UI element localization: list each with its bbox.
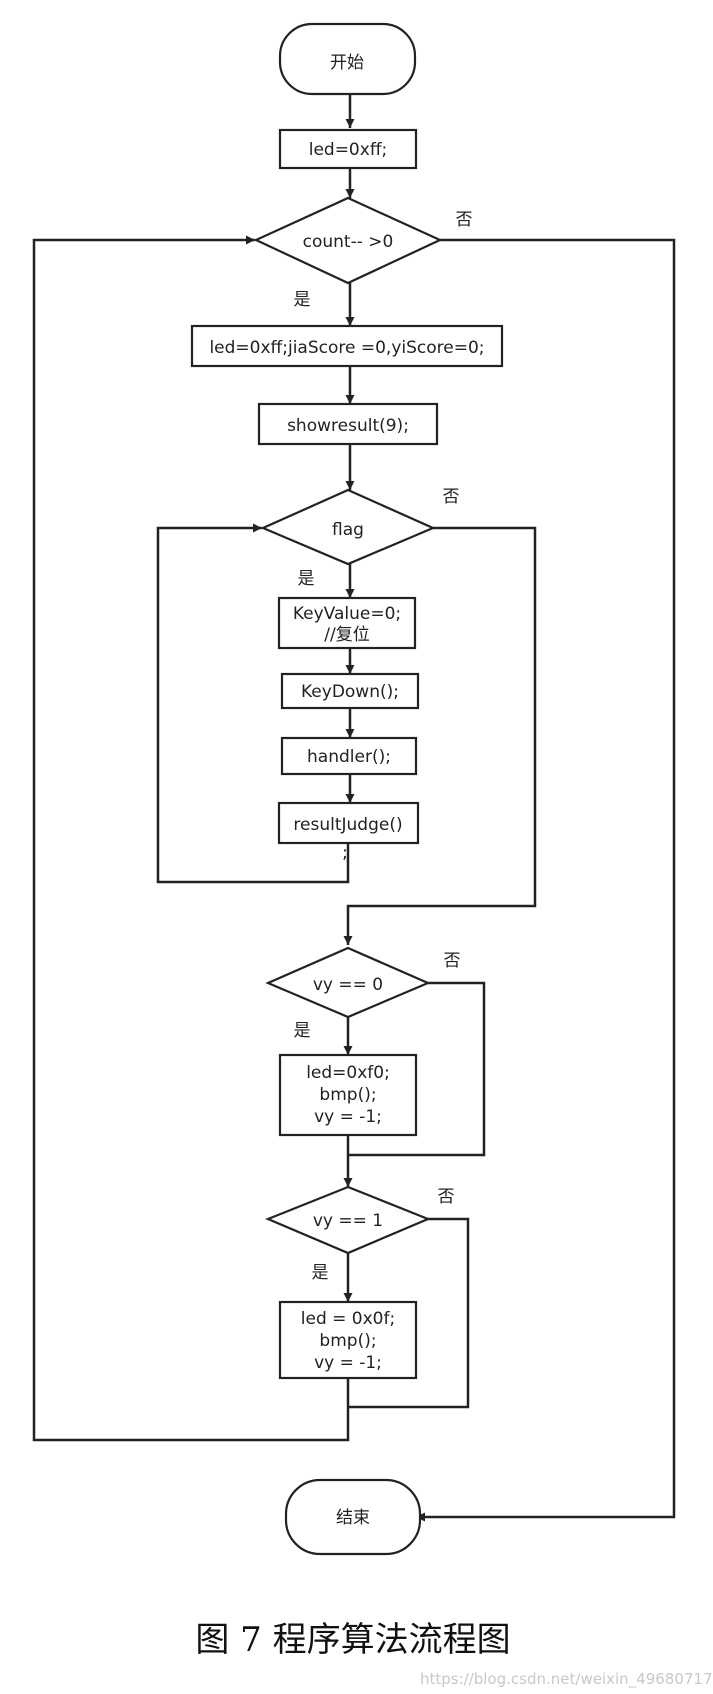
reset-scores-box bbox=[190, 324, 504, 368]
vy-one-action-line-3: vy = -1; bbox=[314, 1353, 382, 1373]
init-led-label: led=0xff; bbox=[309, 140, 388, 160]
vy-one-diamond bbox=[265, 1185, 431, 1255]
key-reset-box bbox=[277, 596, 417, 650]
vy1-no-bypass-line bbox=[348, 1217, 470, 1409]
vy-zero-action-box bbox=[278, 1053, 418, 1137]
flag-condition-label: flag bbox=[332, 520, 364, 540]
show-result-label: showresult(9); bbox=[287, 416, 409, 436]
end-label: 结束 bbox=[336, 1508, 370, 1528]
vy-one-condition-label: vy == 1 bbox=[313, 1211, 383, 1231]
vy-zero-no-label: 否 bbox=[444, 951, 461, 971]
handler-box bbox=[280, 736, 418, 776]
vy-zero-action-line-2: bmp(); bbox=[319, 1085, 376, 1105]
flow-connectors bbox=[32, 94, 676, 1522]
flag-loop-back-line bbox=[156, 523, 350, 884]
loop-condition-diamond bbox=[253, 196, 443, 285]
handler-label: handler(); bbox=[307, 747, 391, 767]
vy-zero-yes-label: 是 bbox=[294, 1021, 311, 1041]
vy-zero-condition-label: vy == 0 bbox=[313, 975, 383, 995]
flag-no-exit-line bbox=[343, 526, 537, 945]
key-reset-line-2: //复位 bbox=[324, 625, 369, 645]
flow-labels: 开始 led=0xff; count-- >0 led=0xff;jiaScor… bbox=[209, 53, 484, 1528]
vy-zero-action-line-3: vy = -1; bbox=[314, 1107, 382, 1127]
flag-yes-label: 是 bbox=[298, 569, 315, 589]
start-label: 开始 bbox=[330, 53, 364, 73]
init-led-box bbox=[278, 128, 418, 170]
flow-shapes bbox=[190, 22, 504, 1556]
result-judge-tail-label: ; bbox=[342, 843, 348, 863]
vy-one-action-line-2: bmp(); bbox=[319, 1331, 376, 1351]
vy-one-action-box bbox=[278, 1300, 418, 1380]
figure-caption: 图 7 程序算法流程图 bbox=[195, 1620, 511, 1660]
show-result-box bbox=[257, 402, 439, 446]
key-reset-line-1: KeyValue=0; bbox=[293, 604, 401, 624]
reset-scores-label: led=0xff;jiaScore =0,yiScore=0; bbox=[209, 338, 484, 358]
vy-one-yes-label: 是 bbox=[312, 1263, 329, 1283]
key-down-box bbox=[280, 672, 420, 710]
loop-no-exit-line bbox=[416, 238, 676, 1522]
result-judge-label: resultJudge() bbox=[293, 815, 402, 835]
flag-no-label: 否 bbox=[443, 487, 460, 507]
vy0-no-bypass-line bbox=[348, 981, 486, 1157]
branch-labels: 是 否 是 否 是 否 是 否 bbox=[294, 210, 473, 1283]
key-down-label: KeyDown(); bbox=[301, 682, 399, 702]
result-judge-box bbox=[277, 801, 420, 845]
start-terminal bbox=[278, 22, 417, 96]
loop-no-label: 否 bbox=[456, 210, 473, 230]
vy-one-no-label: 否 bbox=[438, 1187, 455, 1207]
vy-zero-diamond bbox=[265, 946, 431, 1019]
watermark-text: https://blog.csdn.net/weixin_49680717 bbox=[420, 1670, 713, 1688]
flag-condition-diamond bbox=[260, 488, 436, 566]
loop-condition-label: count-- >0 bbox=[303, 232, 394, 252]
vy-one-action-line-1: led = 0x0f; bbox=[301, 1309, 395, 1329]
end-terminal bbox=[284, 1478, 422, 1556]
vy-zero-action-line-1: led=0xf0; bbox=[306, 1063, 390, 1083]
outer-loop-back-line bbox=[32, 235, 350, 1442]
loop-yes-label: 是 bbox=[294, 290, 311, 310]
